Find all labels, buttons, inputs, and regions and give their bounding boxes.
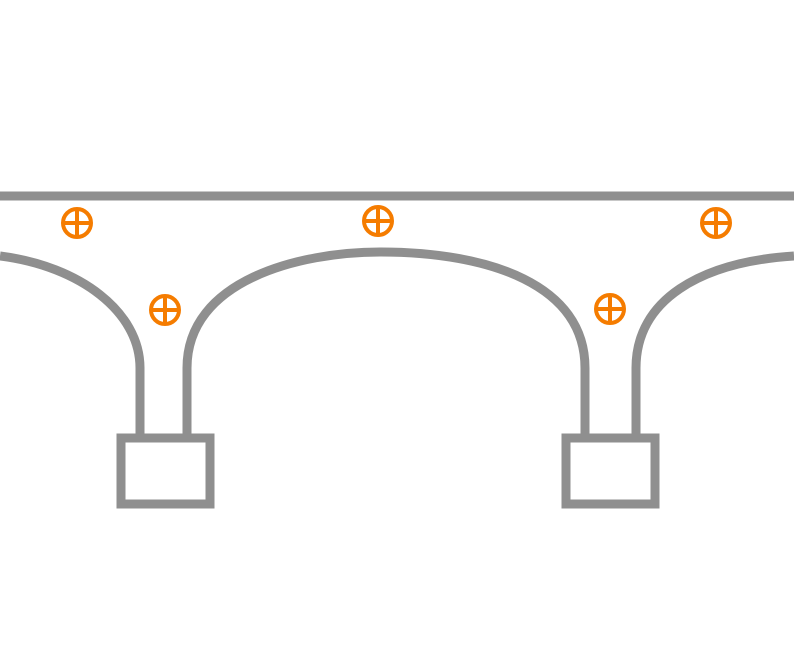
bridge-structure <box>0 191 794 509</box>
marker-right-deck <box>700 207 732 239</box>
marker-group <box>61 205 732 326</box>
left-pier-foundation <box>116 433 215 509</box>
marker-right-pier <box>594 293 626 325</box>
center-arch <box>182 247 590 438</box>
marker-left-deck <box>61 207 93 239</box>
right-outer-arch <box>631 251 794 438</box>
right-pier-foundation <box>561 433 660 509</box>
left-outer-arch <box>0 251 145 438</box>
marker-left-pier <box>149 294 181 326</box>
marker-center-arch <box>362 205 394 237</box>
